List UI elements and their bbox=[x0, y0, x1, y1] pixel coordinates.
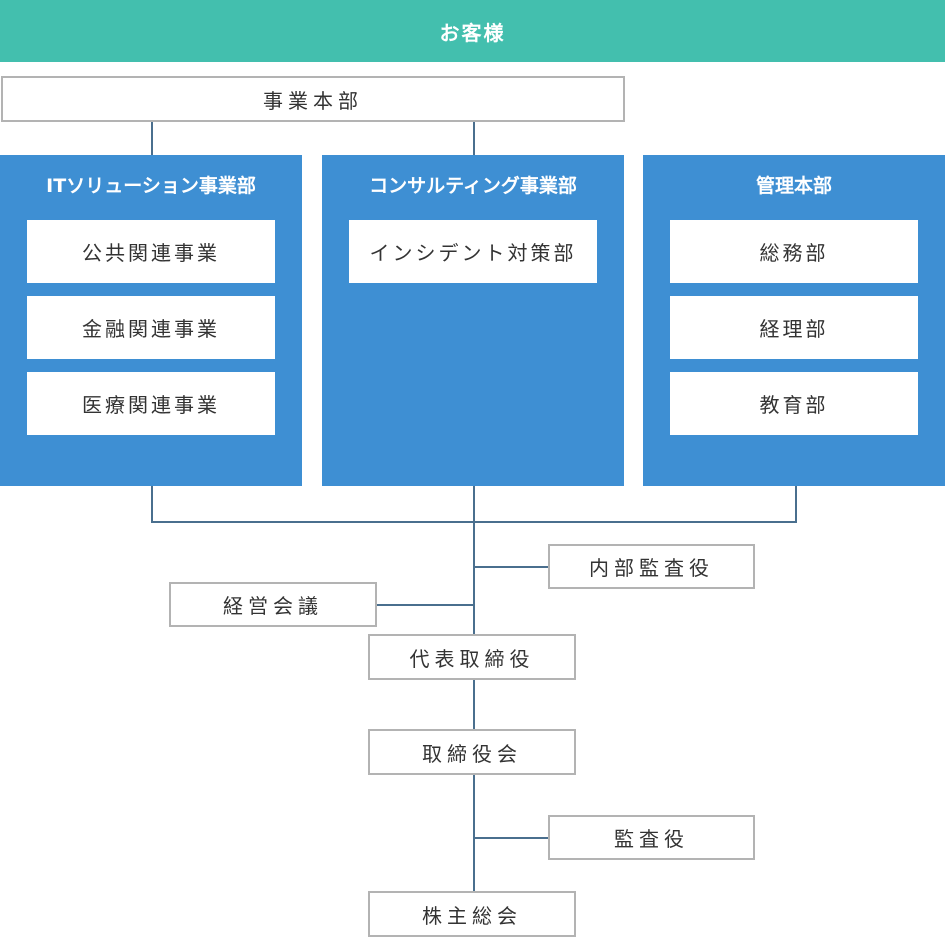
management-meeting-box: 経営会議 bbox=[169, 582, 377, 627]
division-it-solutions: ITソリューション事業部 公共関連事業 金融関連事業 医療関連事業 bbox=[0, 155, 302, 486]
division-consulting: コンサルティング事業部 インシデント対策部 bbox=[322, 155, 624, 486]
division-administration: 管理本部 総務部 経理部 教育部 bbox=[643, 155, 945, 486]
department-box: インシデント対策部 bbox=[349, 220, 597, 283]
management-meeting-label: 経営会議 bbox=[223, 594, 323, 618]
internal-audit-label: 内部監査役 bbox=[589, 556, 714, 580]
department-box: 教育部 bbox=[670, 372, 918, 435]
internal-audit-box: 内部監査役 bbox=[548, 544, 755, 589]
business-hq-label: 事業本部 bbox=[263, 88, 363, 113]
department-box: 公共関連事業 bbox=[27, 220, 275, 283]
board-of-directors-box: 取締役会 bbox=[368, 729, 576, 775]
representative-director-box: 代表取締役 bbox=[368, 634, 576, 680]
shareholders-meeting-box: 株主総会 bbox=[368, 891, 576, 937]
department-box: 金融関連事業 bbox=[27, 296, 275, 359]
department-box: 経理部 bbox=[670, 296, 918, 359]
department-box: 医療関連事業 bbox=[27, 372, 275, 435]
shareholders-meeting-label: 株主総会 bbox=[422, 903, 522, 928]
division-title: 管理本部 bbox=[755, 175, 832, 197]
department-box: 総務部 bbox=[670, 220, 918, 283]
business-hq-box: 事業本部 bbox=[1, 76, 625, 122]
auditor-box: 監査役 bbox=[548, 815, 755, 860]
representative-director-label: 代表取締役 bbox=[409, 646, 535, 671]
auditor-label: 監査役 bbox=[614, 827, 689, 851]
division-title: ITソリューション事業部 bbox=[46, 175, 256, 197]
customer-label: お客様 bbox=[439, 20, 506, 45]
board-of-directors-label: 取締役会 bbox=[422, 741, 522, 766]
customer-banner: お客様 bbox=[0, 0, 945, 62]
division-title: コンサルティング事業部 bbox=[369, 175, 577, 197]
